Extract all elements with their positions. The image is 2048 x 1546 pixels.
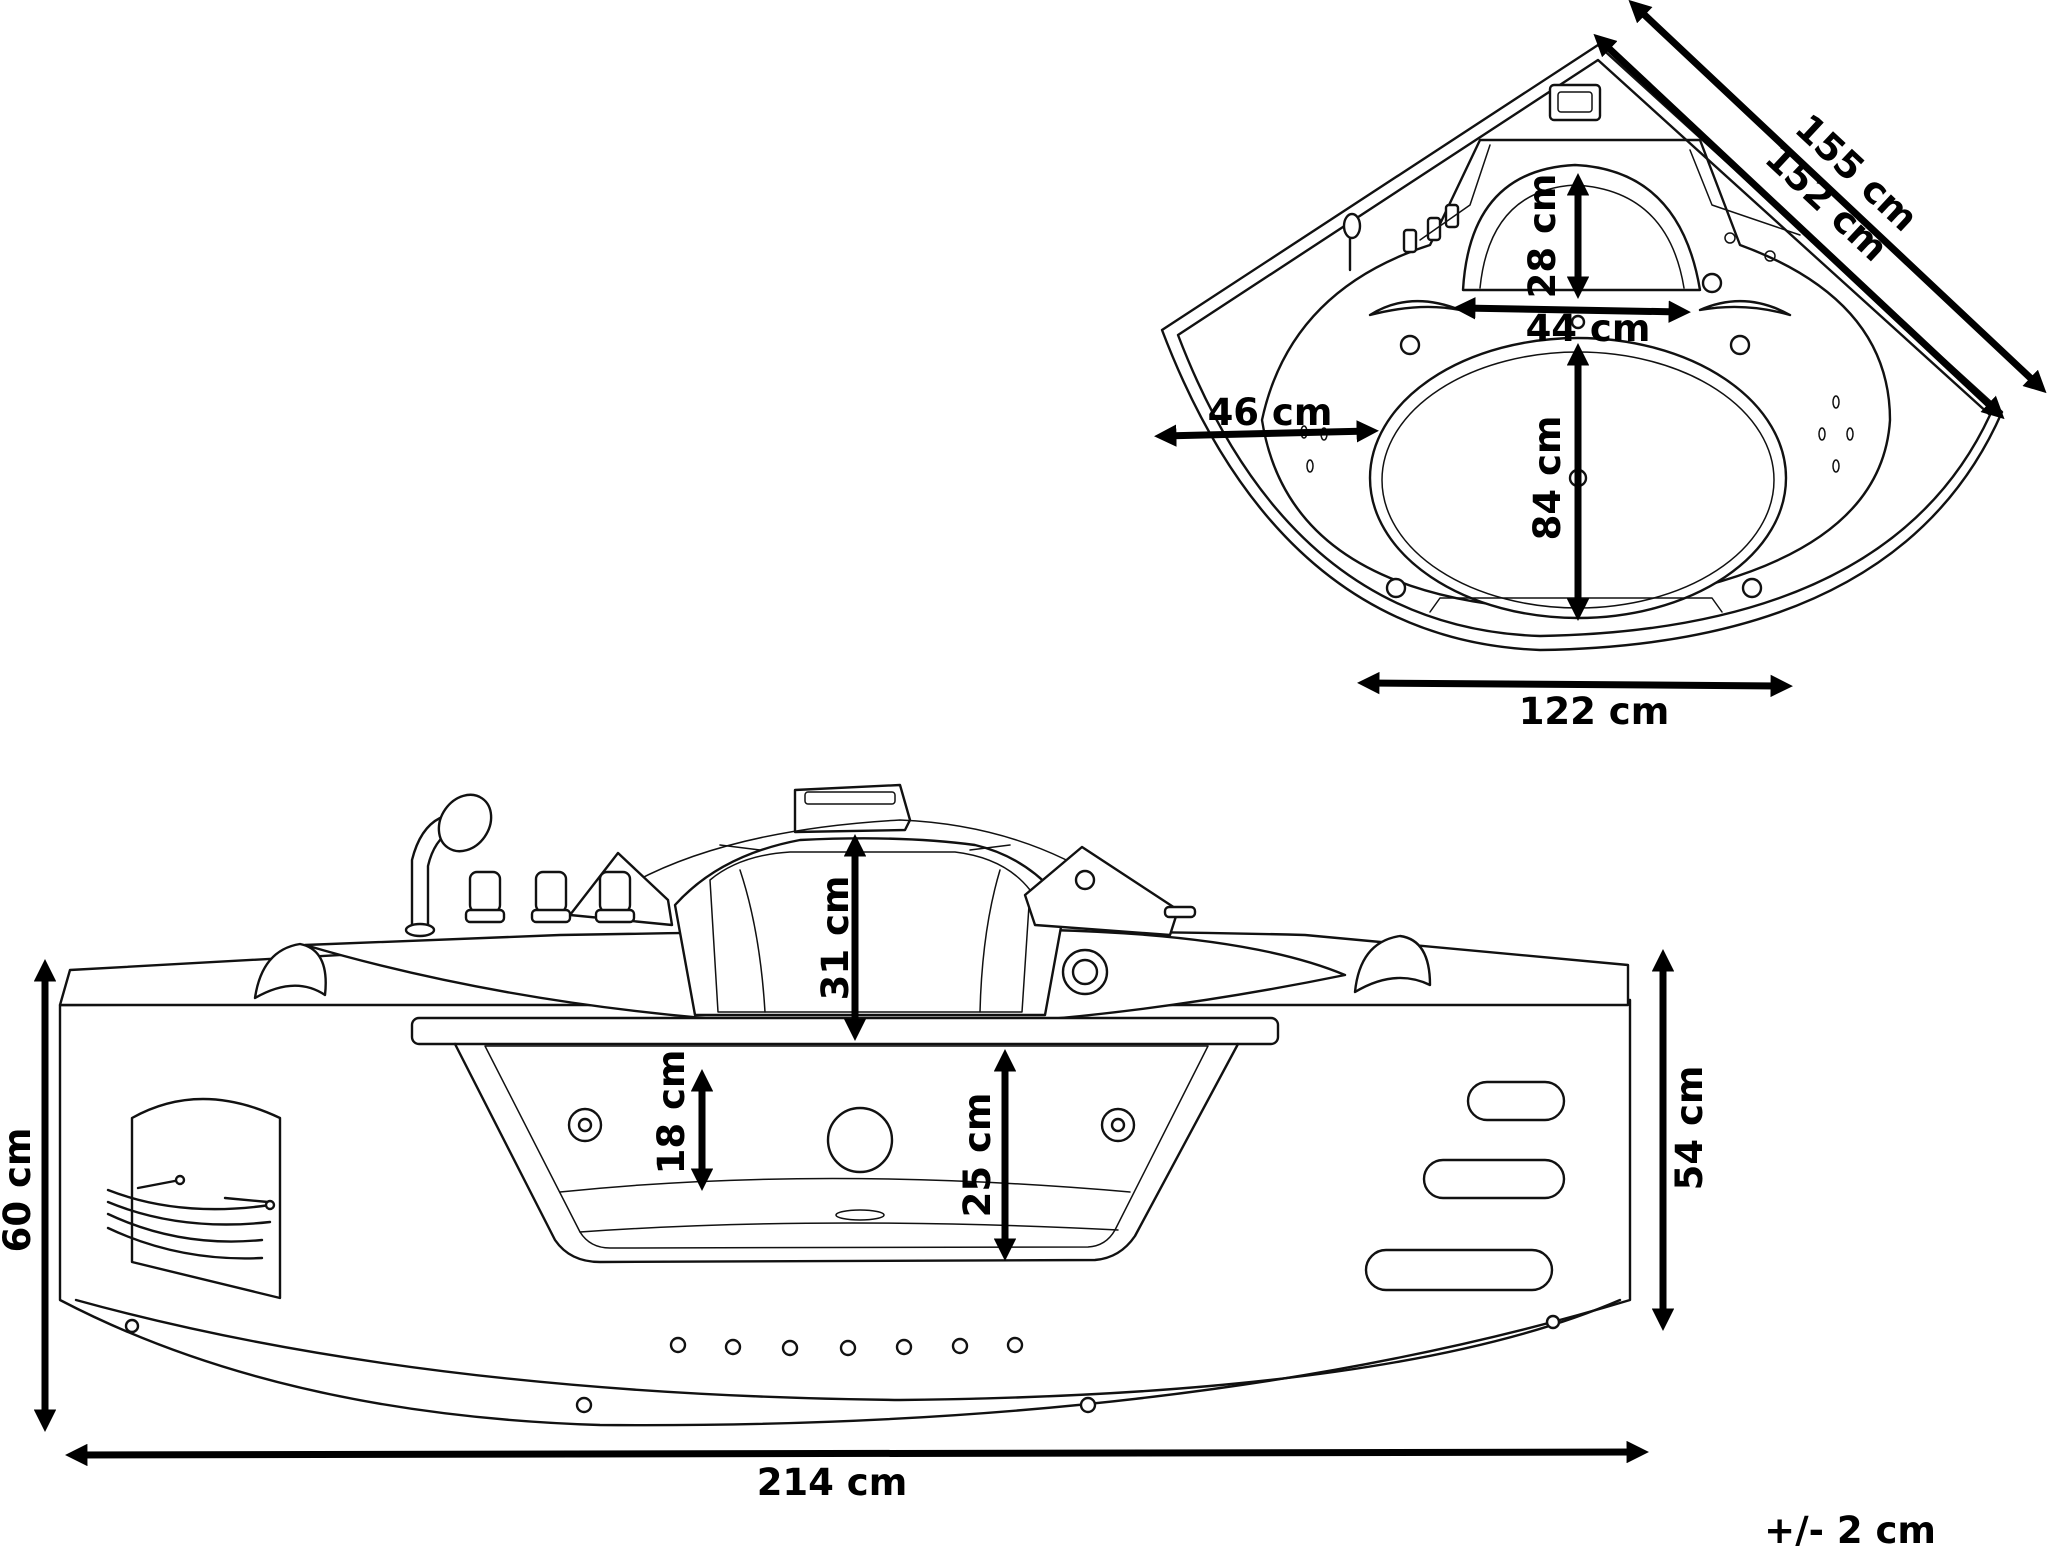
dim-152-line <box>1593 33 2005 420</box>
front-view-headrest-pillow <box>709 851 1031 1013</box>
top-view-jet-2 <box>1729 334 1751 356</box>
front-view-window <box>453 1042 1240 1264</box>
front-view-front-panel <box>58 998 1632 1427</box>
front-view-back-deck-2 <box>719 844 1011 851</box>
front-view-corner-right <box>1023 845 1180 937</box>
dim-84-label: 84 cm <box>1526 416 1569 541</box>
front-view-foot-4 <box>1545 1314 1561 1330</box>
front-view-shower <box>404 793 493 938</box>
front-view-taps <box>464 870 636 924</box>
dim-214-line <box>65 1440 1649 1467</box>
front-view-window-jet-1-center <box>577 1117 593 1133</box>
front-view-control <box>1163 905 1197 919</box>
front-view-corner-jet <box>1074 869 1096 891</box>
dim-46-label: 46 cm <box>1208 391 1333 434</box>
front-view-window-jet-3-center <box>1110 1117 1126 1133</box>
front-view-headrest-stripe-2 <box>979 869 1001 1013</box>
front-view-foot-1 <box>124 1318 140 1334</box>
top-view-deck-left <box>1419 144 1491 241</box>
front-view-towel-rail <box>106 1174 276 1260</box>
front-view-slot-2 <box>1422 1158 1566 1200</box>
front-view-window-bottom <box>579 1222 1119 1233</box>
tolerance-label: +/- 2 cm <box>1764 1509 1936 1546</box>
top-view-jet-4 <box>1741 577 1763 599</box>
dim-31-label: 31 cm <box>814 876 857 1001</box>
dim-44-label: 44 cm <box>1526 307 1651 350</box>
front-view-armrest-right <box>1353 934 1432 994</box>
front-view-window-drain <box>835 1209 885 1221</box>
front-view-side-jet-center <box>1071 958 1099 986</box>
front-view-shelf-recess <box>130 1097 282 1300</box>
front-view-headrest-tower <box>673 837 1067 1017</box>
front-view-window-water <box>559 1177 1131 1193</box>
dim-122-label: 122 cm <box>1519 690 1670 733</box>
top-view-speaker-inner <box>1557 91 1593 113</box>
dim-46-line <box>1154 420 1379 447</box>
dim-44-line <box>1453 297 1691 323</box>
front-view-window-jet-2 <box>826 1106 894 1174</box>
front-view-speaker <box>793 783 912 834</box>
dim-28-label: 28 cm <box>1521 174 1564 299</box>
top-view-jet-1 <box>1399 334 1421 356</box>
top-view-jet-3 <box>1385 577 1407 599</box>
front-view-leds <box>669 1336 1024 1357</box>
front-view-window-glass <box>484 1045 1209 1249</box>
dim-18-label: 18 cm <box>650 1050 693 1175</box>
front-view-armrest-left <box>253 942 327 1000</box>
front-view-back-deck <box>619 819 1111 891</box>
front-view-foot-2 <box>575 1396 593 1414</box>
top-view-rim <box>1176 58 1992 638</box>
front-view-front-lip <box>410 1016 1280 1046</box>
front-view-slot-1 <box>1466 1080 1566 1122</box>
top-view-jet-5 <box>1701 272 1723 294</box>
dim-54-label: 54 cm <box>1668 1066 1711 1191</box>
top-view-faucet <box>1342 203 1460 272</box>
dim-60-label: 60 cm <box>0 1128 39 1253</box>
dim-214-label: 214 cm <box>757 1461 908 1504</box>
front-view-foot-3 <box>1079 1396 1097 1414</box>
dimension-lines <box>33 0 2047 1467</box>
front-view-speaker-screen <box>804 791 896 805</box>
front-view <box>58 783 1632 1427</box>
dim-122-line <box>1357 671 1793 698</box>
front-view-slot-3 <box>1364 1248 1554 1292</box>
front-view-headrest-stripe-1 <box>739 869 766 1013</box>
dim-25-label: 25 cm <box>956 1093 999 1218</box>
front-view-base <box>74 1298 1622 1402</box>
